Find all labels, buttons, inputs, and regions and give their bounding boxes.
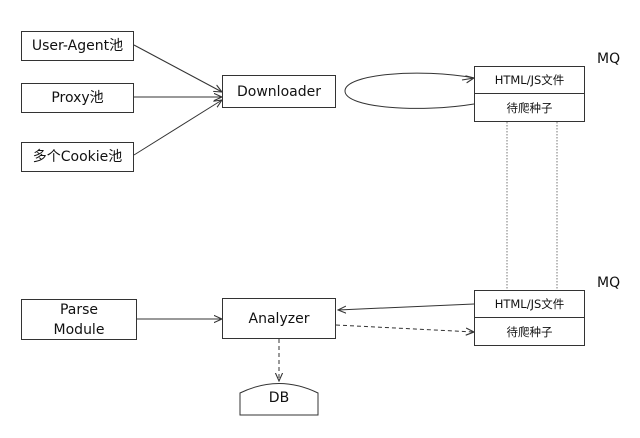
- mq-top-html-label: HTML/JS文件: [494, 73, 565, 87]
- user-agent-pool-label: User-Agent池: [31, 38, 124, 54]
- edge-cookie-downloader: [133, 100, 222, 156]
- db-label: DB: [268, 390, 290, 406]
- mq-top-seed-cell: 待爬种子: [474, 93, 585, 122]
- mq-bottom-seed-cell: 待爬种子: [474, 317, 585, 346]
- downloader-box: Downloader: [222, 75, 336, 108]
- proxy-pool-label: Proxy池: [51, 90, 104, 106]
- edge-downloader-mq-loop: [344, 72, 475, 109]
- parse-module-label: Parse Module: [53, 301, 105, 338]
- downloader-label: Downloader: [237, 83, 321, 100]
- parse-module-box: Parse Module: [21, 299, 137, 340]
- edge-analyzer-seeds: [335, 324, 474, 332]
- cookie-pool-label: 多个Cookie池: [32, 149, 123, 165]
- mq-bottom-html-label: HTML/JS文件: [494, 297, 565, 311]
- mq-top-label: MQ: [597, 51, 621, 67]
- mq-top-seed-label: 待爬种子: [506, 100, 553, 115]
- analyzer-box: Analyzer: [222, 298, 336, 339]
- user-agent-pool-box: User-Agent池: [21, 31, 134, 61]
- proxy-pool-box: Proxy池: [21, 83, 134, 113]
- analyzer-label: Analyzer: [248, 310, 310, 327]
- mq-bottom-seed-label: 待爬种子: [506, 324, 553, 339]
- edge-useragent-downloader: [133, 44, 222, 92]
- cookie-pool-box: 多个Cookie池: [21, 142, 134, 172]
- edge-mq-analyzer: [338, 303, 475, 310]
- mq-bottom-label: MQ: [597, 275, 621, 291]
- mq-top-html-cell: HTML/JS文件: [474, 66, 585, 94]
- mq-bottom-html-cell: HTML/JS文件: [474, 290, 585, 318]
